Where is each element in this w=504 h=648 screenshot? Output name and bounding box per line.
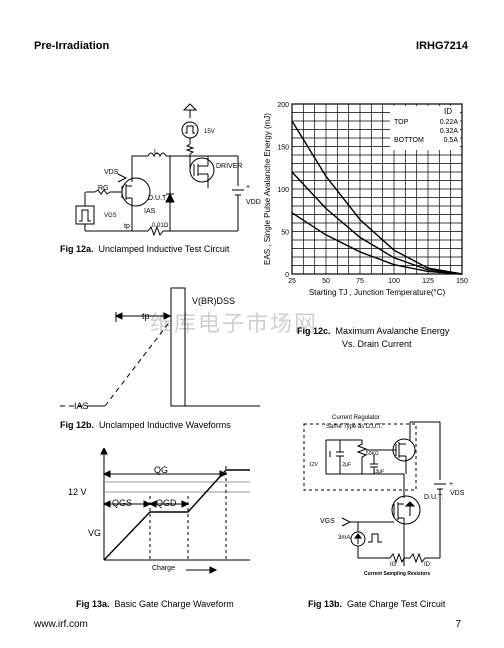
footer-url: www.irf.com xyxy=(34,619,88,630)
fig12a-caption: Fig 12a. Unclamped Inductive Test Circui… xyxy=(60,244,229,254)
fig12b-caption-text: Unclamped Inductive Waveforms xyxy=(99,420,231,430)
fig13b-caption-num: Fig 13b. xyxy=(308,599,343,609)
fig13a-caption-num: Fig 13a. xyxy=(76,599,110,609)
x-tick-label: 50 xyxy=(322,278,330,285)
ias-label: IAS xyxy=(144,208,156,215)
watermark: 维库电子市场网 xyxy=(150,312,319,337)
series-line xyxy=(291,212,463,275)
c2-label: .2µF xyxy=(341,462,352,468)
reg-label-2: Same Type as D.U.T. xyxy=(326,424,383,430)
id-label: ID xyxy=(424,562,430,568)
legend-box xyxy=(390,106,460,150)
fig12c-caption-line1: Maximum Avalanche Energy xyxy=(335,326,450,336)
legend-title: ID xyxy=(444,107,452,116)
legend-value: 0.22A xyxy=(440,119,459,126)
vds13-plus: + xyxy=(449,481,454,488)
vbr-label: V(BR)DSS xyxy=(192,296,236,306)
qgd-label: QGD xyxy=(156,498,177,508)
fig13b-caption: Fig 13b. Gate Charge Test Circuit xyxy=(308,599,445,609)
reg-label-1: Current Regulator xyxy=(332,415,380,421)
fig13a-caption: Fig 13a. Basic Gate Charge Waveform xyxy=(76,599,234,609)
fig12c-caption-line2: Vs. Drain Current xyxy=(342,339,412,349)
fig12a-caption-text: Unclamped Inductive Test Circuit xyxy=(98,244,230,254)
vgs-label: VGS xyxy=(104,213,117,219)
inductor-label: L xyxy=(154,149,158,156)
legend-value: 0.5A xyxy=(444,137,459,144)
fig13a-caption-text: Basic Gate Charge Waveform xyxy=(114,599,234,609)
vds-label: VDS xyxy=(104,169,119,176)
c3-label: .3µF xyxy=(374,469,385,475)
vgs13-label: VGS xyxy=(320,518,335,525)
fig12c-chart: ID TOP 0.22A 0.32A BOTTOM 0.5A 25 50 75 100 125 150… xyxy=(263,102,468,297)
driver-label: DRIVER xyxy=(216,163,243,170)
x-tick-label: 25 xyxy=(288,278,296,285)
tp-label: tp xyxy=(124,223,130,230)
vdd-plus: + xyxy=(246,184,251,191)
fig13b-circuit xyxy=(303,421,446,566)
y-tick-label: 150 xyxy=(277,145,289,152)
r50k-label: 50KΩ xyxy=(366,451,379,457)
fig12b-waveform xyxy=(60,287,260,407)
qgs-label: QGS xyxy=(112,498,133,508)
x-tick-label: 125 xyxy=(422,278,434,285)
x-tick-label: 100 xyxy=(388,278,400,285)
v12b-label: 12V xyxy=(309,462,318,468)
y-tick-label: 100 xyxy=(277,187,289,194)
fig13a-waveform xyxy=(100,448,250,574)
fig12a-caption-num: Fig 12a. xyxy=(60,244,94,254)
x-tick-label: 75 xyxy=(356,278,364,285)
sense-label: Current Sampling Resistors xyxy=(364,571,431,577)
series-line xyxy=(291,120,463,275)
legend-label: BOTTOM xyxy=(394,137,424,144)
charge-label: Charge xyxy=(152,565,175,572)
fig12b-caption-num: Fig 12b. xyxy=(60,420,95,430)
ma-label: 3mA xyxy=(338,535,351,541)
legend-value: 0.32A xyxy=(440,128,459,135)
page-header-left: Pre-Irradiation xyxy=(34,40,110,52)
v12-label: 12 V xyxy=(68,487,87,497)
x-axis-label: Starting TJ , Junction Temperature(°C) xyxy=(309,288,446,297)
dut-label: D.U.T xyxy=(148,195,167,202)
footer-page: 7 xyxy=(455,619,461,630)
vds13-label: VDS xyxy=(450,490,465,497)
y-tick-label: 200 xyxy=(277,102,289,109)
qg-label: QG xyxy=(154,465,169,475)
fig13b-caption-text: Gate Charge Test Circuit xyxy=(347,599,446,609)
legend-label: TOP xyxy=(394,119,409,126)
ias-wave-label: IAS xyxy=(74,401,89,411)
fig12c-caption-num: Fig 12c. xyxy=(297,326,331,336)
vg-label: VG xyxy=(88,528,102,538)
fig12c-caption: Fig 12c. Maximum Avalanche Energy xyxy=(297,326,449,336)
v15-label: 15V xyxy=(204,129,215,135)
tp-wave-label: tp xyxy=(142,311,150,321)
dut13-label: D.U.T. xyxy=(424,494,444,501)
y-axis-label: EAS , Single Pulse Avalanche Energy (mJ) xyxy=(263,113,272,265)
x-tick-label: 150 xyxy=(456,278,468,285)
ig-label: IG xyxy=(390,562,397,568)
rg-label: RG xyxy=(98,185,109,192)
fig12b-caption: Fig 12b. Unclamped Inductive Waveforms xyxy=(60,420,231,430)
series-line xyxy=(291,171,463,275)
y-tick-label: 0 xyxy=(285,272,289,279)
page-header-right: IRHG7214 xyxy=(416,40,468,52)
vdd-label: VDD xyxy=(246,199,261,206)
y-tick-label: 50 xyxy=(281,230,289,237)
rsense-label: 0.01Ω xyxy=(152,223,169,229)
fig12a-circuit xyxy=(75,103,244,237)
